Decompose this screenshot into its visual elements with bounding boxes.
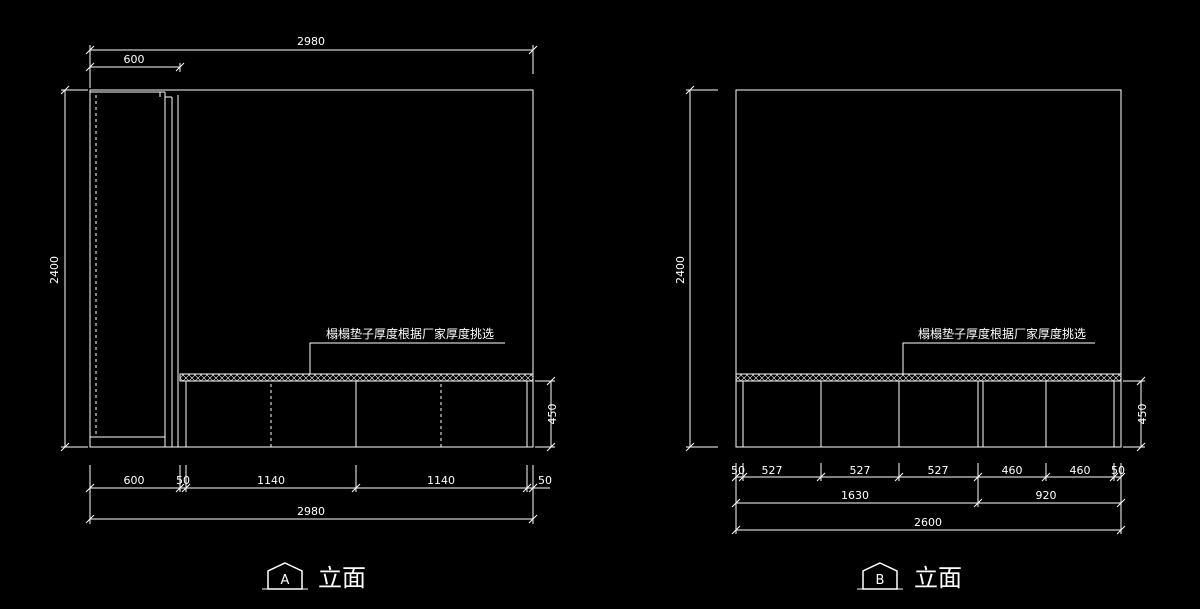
- bottom-dimensions-b: 50 527 527 527 460 460 50 1630 920 2600: [731, 463, 1126, 535]
- dim-b-460-1: 460: [1002, 464, 1023, 477]
- height-dimension-left-b: 2400: [674, 85, 718, 452]
- tall-cabinet: [90, 91, 179, 447]
- note-leader-a: [309, 342, 505, 374]
- dim-height-2400-a: 2400: [48, 256, 61, 284]
- dim-bottom-50-left-a: 50: [176, 474, 190, 487]
- tatami-base-b: [742, 381, 1115, 447]
- dim-bottom-600-a: 600: [124, 474, 145, 487]
- dim-height-450-b: 450: [1136, 404, 1149, 425]
- top-dimensions-a: 2980 600: [85, 35, 538, 88]
- tatami-cushion-a: [179, 373, 534, 382]
- title-block-a: A 立面: [262, 562, 366, 592]
- dim-bottom-overall-a: 2980: [297, 505, 325, 518]
- note-text-a: 榻榻垫子厚度根据厂家厚度挑选: [326, 326, 494, 341]
- note-text-b: 榻榻垫子厚度根据厂家厚度挑选: [918, 326, 1086, 341]
- elevation-title-b: 立面: [914, 564, 962, 592]
- dim-height-2400-b: 2400: [674, 256, 687, 284]
- dim-height-450-a: 450: [546, 404, 559, 425]
- elevation-b: 榻榻垫子厚度根据厂家厚度挑选 2400 450: [674, 85, 1149, 592]
- height-dimension-right-b: 450: [1123, 376, 1149, 452]
- title-block-b: B 立面: [857, 562, 962, 592]
- dim-b-50-left: 50: [731, 464, 745, 477]
- dim-top-600-a: 600: [124, 53, 145, 66]
- dim-b-1630: 1630: [841, 489, 869, 502]
- height-dimension-right-a: 450: [535, 376, 559, 452]
- dim-b-527-1: 527: [762, 464, 783, 477]
- tatami-base-a: [185, 381, 528, 447]
- dim-b-527-3: 527: [928, 464, 949, 477]
- marker-letter-b: B: [876, 573, 885, 588]
- wall-outline-a: [89, 89, 534, 448]
- height-dimension-left-a: 2400: [48, 85, 88, 452]
- dim-b-overall: 2600: [914, 516, 942, 529]
- dim-b-527-2: 527: [850, 464, 871, 477]
- wall-outline-b: [735, 89, 1122, 448]
- dim-b-460-2: 460: [1070, 464, 1091, 477]
- bottom-dimensions-a: 600 50 1140 1140 50 2980: [85, 465, 552, 524]
- dim-top-overall-a: 2980: [297, 35, 325, 48]
- dim-b-50-right: 50: [1111, 464, 1125, 477]
- dim-bottom-1140-1-a: 1140: [257, 474, 285, 487]
- elevation-title-a: 立面: [318, 564, 366, 592]
- marker-letter-a: A: [281, 573, 290, 588]
- dim-b-920: 920: [1036, 489, 1057, 502]
- tatami-cushion-b: [735, 373, 1122, 382]
- dim-bottom-1140-2-a: 1140: [427, 474, 455, 487]
- dim-bottom-50-right-a: 50: [538, 474, 552, 487]
- note-leader-b: [902, 342, 1095, 374]
- elevation-a: 榻榻垫子厚度根据厂家厚度挑选 2980 600 2400: [48, 35, 559, 592]
